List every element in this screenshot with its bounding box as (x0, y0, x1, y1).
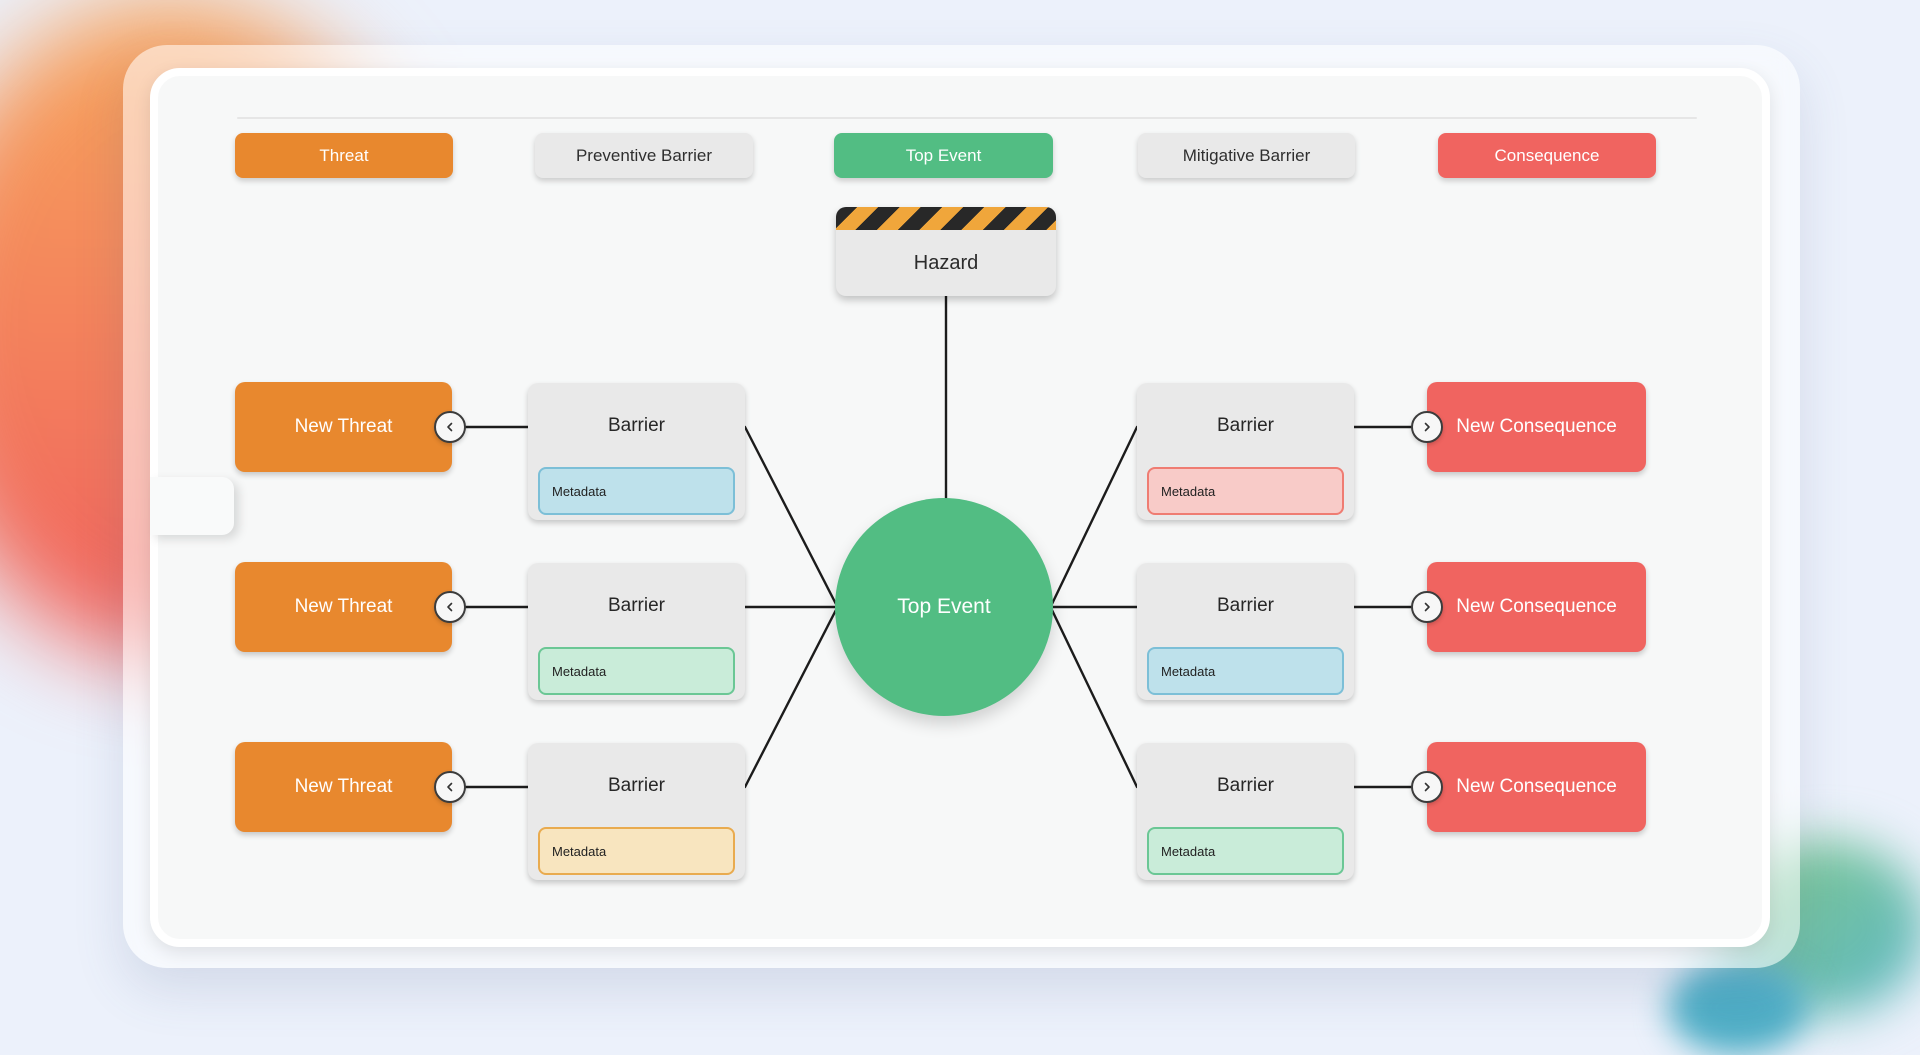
metadata-label: Metadata (552, 843, 607, 859)
collapse-consequence-button-1[interactable] (1411, 411, 1443, 443)
mitigative-barrier-node-2[interactable]: Barrier Metadata (1137, 563, 1354, 700)
hazard-node[interactable]: Hazard (836, 207, 1056, 296)
barrier-title: Barrier (1216, 774, 1274, 796)
barrier-title: Barrier (1216, 414, 1274, 436)
hazard-label: Hazard (913, 251, 979, 274)
left-edge-tab (150, 477, 234, 535)
collapse-threat-button-1[interactable] (434, 411, 466, 443)
barrier-metadata-chip[interactable]: Metadata (538, 647, 735, 695)
collapse-consequence-button-2[interactable] (1411, 591, 1443, 623)
metadata-label: Metadata (552, 663, 607, 679)
metadata-label: Metadata (1161, 843, 1216, 859)
legend-preventive-barrier-button[interactable]: Preventive Barrier (535, 133, 753, 178)
barrier-title: Barrier (607, 594, 665, 616)
barrier-metadata-chip[interactable]: Metadata (538, 827, 735, 875)
preventive-barrier-node-3[interactable]: Barrier Metadata (528, 743, 745, 880)
threat-label: New Threat (294, 416, 393, 437)
legend-divider (237, 117, 1697, 119)
metadata-label: Metadata (1161, 663, 1216, 679)
preventive-barrier-node-1[interactable]: Barrier Metadata (528, 383, 745, 520)
mitigative-barrier-node-1[interactable]: Barrier Metadata (1137, 383, 1354, 520)
barrier-metadata-chip[interactable]: Metadata (1147, 467, 1344, 515)
threat-label: New Threat (294, 596, 393, 617)
consequence-node-3[interactable]: New Consequence (1427, 742, 1646, 832)
barrier-metadata-chip[interactable]: Metadata (538, 467, 735, 515)
barrier-title: Barrier (1216, 594, 1274, 616)
consequence-node-2[interactable]: New Consequence (1427, 562, 1646, 652)
consequence-node-1[interactable]: New Consequence (1427, 382, 1646, 472)
consequence-label: New Consequence (1456, 596, 1617, 617)
bowtie-diagram-canvas: Threat Preventive Barrier Top Event Miti… (150, 117, 1697, 880)
top-event-label: Top Event (897, 595, 991, 618)
threat-node-3[interactable]: New Threat (235, 742, 452, 832)
threat-node-1[interactable]: New Threat (235, 382, 452, 472)
collapse-threat-button-2[interactable] (434, 591, 466, 623)
chevron-left-icon (447, 422, 453, 432)
hazard-stripes (836, 207, 1056, 230)
barrier-title: Barrier (607, 414, 665, 436)
legend-top-event-button[interactable]: Top Event (834, 133, 1053, 178)
consequence-label: New Consequence (1456, 776, 1617, 797)
top-event-node[interactable]: Top Event (835, 498, 1053, 716)
barrier-title: Barrier (607, 774, 665, 796)
collapse-consequence-button-3[interactable] (1411, 771, 1443, 803)
preventive-barrier-node-2[interactable]: Barrier Metadata (528, 563, 745, 700)
metadata-label: Metadata (552, 483, 607, 499)
chevron-left-icon (447, 602, 453, 612)
consequence-label: New Consequence (1456, 416, 1617, 437)
barrier-metadata-chip[interactable]: Metadata (1147, 647, 1344, 695)
legend-mitigative-barrier-button[interactable]: Mitigative Barrier (1138, 133, 1355, 178)
threat-node-2[interactable]: New Threat (235, 562, 452, 652)
metadata-label: Metadata (1161, 483, 1216, 499)
chevron-right-icon (1424, 782, 1430, 792)
chevron-right-icon (1424, 602, 1430, 612)
collapse-threat-button-3[interactable] (434, 771, 466, 803)
legend-consequence-button[interactable]: Consequence (1438, 133, 1656, 178)
barrier-metadata-chip[interactable]: Metadata (1147, 827, 1344, 875)
connector-lines (464, 294, 1414, 789)
chevron-left-icon (447, 782, 453, 792)
mitigative-barrier-node-3[interactable]: Barrier Metadata (1137, 743, 1354, 880)
chevron-right-icon (1424, 422, 1430, 432)
legend-threat-button[interactable]: Threat (235, 133, 453, 178)
threat-label: New Threat (294, 776, 393, 797)
